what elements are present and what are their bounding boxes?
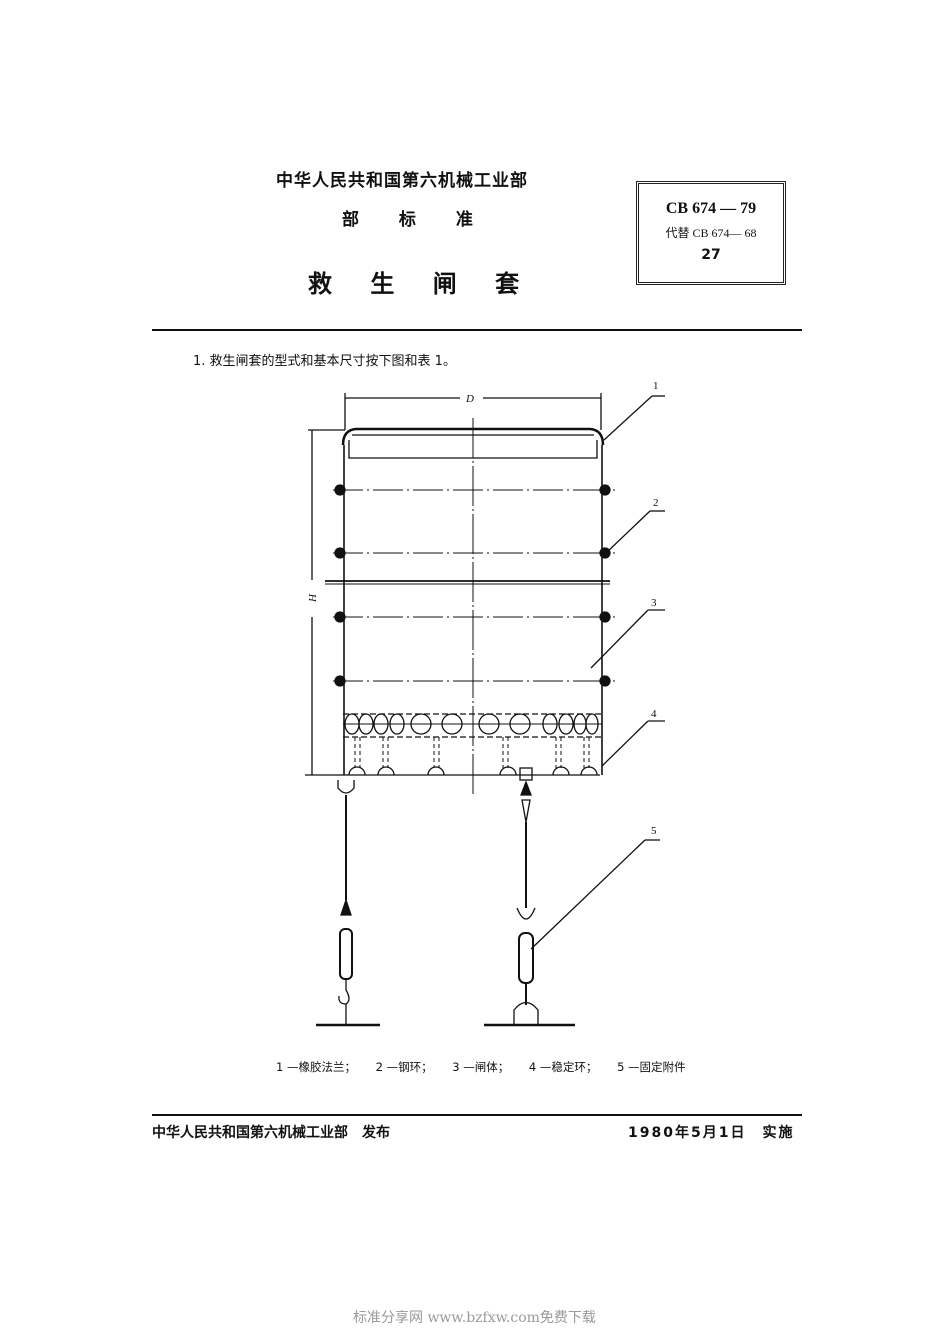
callout-2: 2 (653, 497, 659, 509)
standard-code: CB 674 — 79 (665, 200, 757, 217)
legend-item: 5 —固定附件 (617, 1060, 686, 1074)
callout-4: 4 (651, 708, 657, 720)
legend-item: 1 —橡胶法兰； (276, 1060, 356, 1074)
dimension-d-label: D (465, 393, 474, 405)
publisher: 中华人民共和国第六机械工业部 发布 (152, 1125, 390, 1141)
ministry-name: 中华人民共和国第六机械工业部 (276, 171, 528, 191)
standard-type: 部 标 准 (342, 210, 473, 230)
document-title: 救 生 闸 套 (308, 270, 520, 298)
legend-item: 4 —稳定环； (528, 1060, 598, 1074)
legend-item: 2 —钢环； (375, 1060, 433, 1074)
dimension-h-label: H (307, 593, 319, 603)
callout-5: 5 (651, 825, 657, 837)
footer-divider (152, 1114, 802, 1116)
watermark: 标准分享网 www.bzfxw.com免费下载 (353, 1310, 596, 1326)
header-divider (152, 329, 802, 331)
replaces-code: 代替 CB 674— 68 (665, 226, 757, 240)
clause-1: 1. 救生闸套的型式和基本尺寸按下图和表 1。 (193, 354, 456, 369)
legend-item: 3 —闸体； (452, 1060, 510, 1074)
callout-1: 1 (653, 380, 659, 392)
effective-date: 1980年5月1日 实施 (628, 1125, 795, 1141)
standard-code-box: CB 674 — 79 代替 CB 674— 68 27 (636, 181, 786, 285)
callout-3: 3 (651, 597, 657, 609)
page-number: 27 (701, 247, 721, 263)
figure-legend: 1 —橡胶法兰； 2 —钢环； 3 —闸体； 4 —稳定环； 5 —固定附件 (276, 1059, 702, 1075)
